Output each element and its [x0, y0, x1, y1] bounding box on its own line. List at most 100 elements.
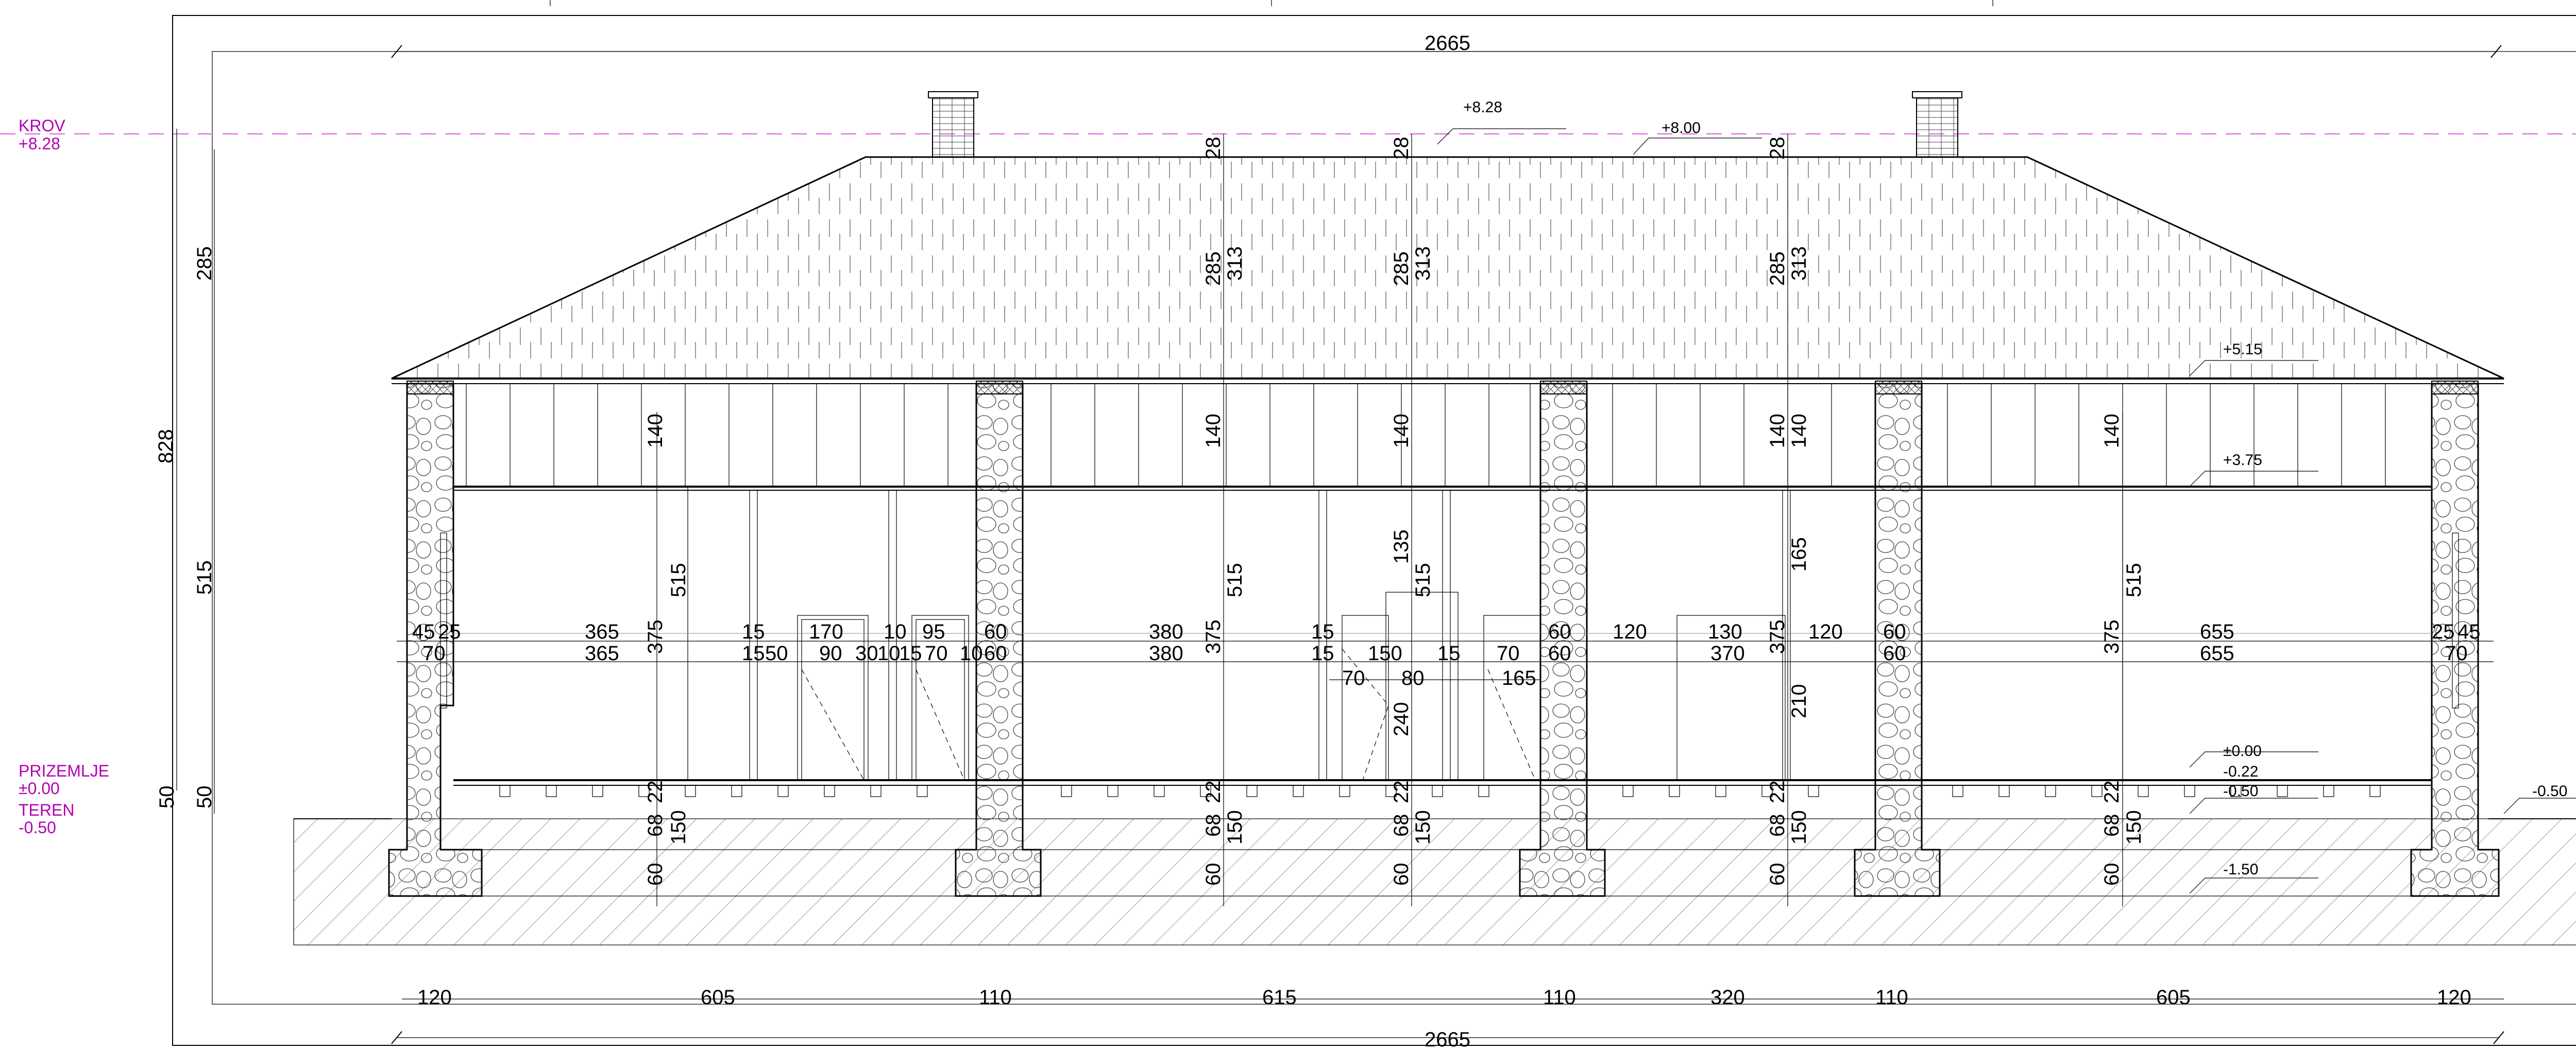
- row3-dim: 70: [1342, 667, 1365, 690]
- sec-dim: 135: [1390, 529, 1413, 564]
- row1-dim: 170: [809, 621, 843, 643]
- row2-dim: 15: [899, 642, 922, 665]
- ground-hatch: [293, 818, 2576, 945]
- row2-dim: 150: [1368, 642, 1402, 665]
- sec-dim: 375: [2100, 619, 2123, 654]
- row2-dim: 60: [984, 642, 1007, 665]
- row1-dim: 95: [922, 621, 945, 643]
- sec-dim: 22: [1766, 781, 1789, 804]
- sec-dim: 68: [2100, 814, 2123, 837]
- elev-foundation: -1.50: [2223, 861, 2258, 878]
- row2-dim: 655: [2200, 642, 2234, 665]
- sec-dim: 150: [1788, 810, 1810, 845]
- sec-dim: 68: [644, 814, 667, 837]
- sec-dim: 313: [1788, 246, 1810, 281]
- row2-dim: 50: [765, 642, 788, 665]
- dimension-lines: [176, 45, 2504, 1044]
- elev-ceiling: +3.75: [2223, 452, 2262, 469]
- sec-dim: 22: [2100, 781, 2123, 804]
- bottom-dim: 605: [701, 986, 735, 1009]
- row1-dim: 120: [1613, 621, 1647, 643]
- ground-level-name: PRIZEMLJE: [19, 762, 109, 780]
- row2-dim: 70: [2445, 642, 2468, 665]
- sec-dim: 210: [1788, 684, 1810, 718]
- overall-width-top: 2665: [1425, 32, 1470, 55]
- left-dim-50b: 50: [156, 786, 178, 809]
- left-dim-515: 515: [193, 560, 216, 595]
- sec-dim: 22: [1202, 781, 1225, 804]
- row2-dim: 370: [1710, 642, 1745, 665]
- row1-dim: 15: [742, 621, 765, 643]
- row2-dim: 10: [877, 642, 901, 665]
- bottom-dim: 110: [1543, 986, 1576, 1009]
- sec-dim: 68: [1766, 814, 1789, 837]
- sec-dim: 375: [1202, 619, 1225, 654]
- row1-dim: 130: [1708, 621, 1742, 643]
- sec-dim: 140: [2100, 414, 2123, 448]
- sec-dim: 140: [1766, 414, 1789, 448]
- row1-dim: 25: [438, 621, 461, 643]
- sec-dim: 313: [1412, 246, 1434, 281]
- row1-dim: 60: [1883, 621, 1906, 643]
- row1-dim: 380: [1149, 621, 1183, 643]
- sec-dim: 515: [2123, 563, 2145, 597]
- bottom-dim: 320: [1710, 986, 1745, 1009]
- sec-dim: 285: [1390, 251, 1413, 286]
- sec-dim: 22: [1390, 781, 1413, 804]
- sec-dim: 140: [1202, 414, 1225, 448]
- sec-dim: 150: [1412, 810, 1434, 845]
- sec-dim: 60: [2100, 863, 2123, 886]
- attic-band: [453, 384, 2432, 491]
- sec-dim: 60: [1390, 863, 1413, 886]
- bottom-dim: 605: [2156, 986, 2191, 1009]
- sec-dim: 28: [1202, 137, 1225, 160]
- row1-dim: 60: [984, 621, 1007, 643]
- outer-frame: [172, 15, 2576, 1046]
- sec-dim: 140: [1788, 414, 1810, 448]
- terrain-level-value: -0.50: [19, 818, 56, 837]
- terrain-level-name: TEREN: [19, 801, 74, 819]
- sec-dim: 22: [644, 781, 667, 804]
- elev-terrain-right: -0.50: [2532, 783, 2567, 800]
- row1-dim: 365: [585, 621, 619, 643]
- elev-wall-top: +5.15: [2223, 341, 2262, 358]
- elevation-markers: [1437, 128, 2576, 894]
- row2-dim: 365: [585, 642, 619, 665]
- row1-dim: 45: [412, 621, 435, 643]
- row1-dim: 655: [2200, 621, 2234, 643]
- row2-dim: 30: [855, 642, 878, 665]
- sec-dim: 150: [1224, 810, 1246, 845]
- row1-dim: 25: [2432, 621, 2455, 643]
- door-3: [1342, 615, 1389, 781]
- sec-dim: 240: [1390, 702, 1413, 736]
- sec-dim: 28: [1390, 137, 1413, 160]
- roof-level-name: KROV: [19, 116, 65, 135]
- sec-dim: 28: [1766, 137, 1789, 160]
- sec-dim: 313: [1224, 246, 1246, 281]
- sec-dim: 68: [1390, 814, 1413, 837]
- bottom-dim: 120: [2437, 986, 2471, 1009]
- sec-dim: 150: [2123, 810, 2145, 845]
- overall-width-bottom: 2665: [1425, 1028, 1470, 1050]
- sec-dim: 68: [1202, 814, 1225, 837]
- overall-height-left: 828: [155, 429, 177, 463]
- sec-dim: 60: [1766, 863, 1789, 886]
- row2-dim: 70: [1497, 642, 1520, 665]
- row1-dim: 15: [1311, 621, 1334, 643]
- row1-dim: 60: [1548, 621, 1571, 643]
- left-dim-50: 50: [193, 786, 216, 809]
- sec-dim: 515: [1412, 563, 1434, 597]
- roof-level-value: +8.28: [19, 134, 60, 153]
- sec-dim: 140: [644, 414, 667, 448]
- sec-dim: 285: [1766, 251, 1789, 286]
- chimney-right: [1916, 91, 1958, 158]
- row3-dim: 80: [1401, 667, 1425, 690]
- door-4: [1483, 615, 1541, 781]
- elev-floor: ±0.00: [2223, 743, 2262, 760]
- sec-dim: 140: [1390, 414, 1413, 448]
- sec-dim: 375: [1766, 619, 1789, 654]
- chimney-left: [932, 91, 974, 158]
- row2-dim: 10: [960, 642, 983, 665]
- elev-ridge: +8.28: [1463, 99, 1502, 116]
